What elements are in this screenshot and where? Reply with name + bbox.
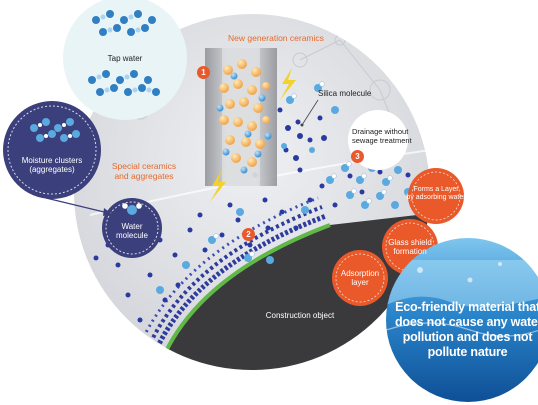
water-molecule-label: Water molecule (112, 222, 152, 240)
silica-pointer (301, 99, 319, 126)
glass-label-line1: Glass shield (388, 238, 432, 247)
tap-water-molecules (88, 10, 160, 96)
silica-molecule-label: Silica molecule (318, 89, 372, 98)
step-badge-3: 3 (351, 150, 364, 163)
water-molecule-icon (122, 203, 142, 215)
water-splash (386, 260, 538, 337)
construction-object-label: Construction object (265, 311, 335, 320)
ceramic-column (205, 48, 296, 202)
ceramic-particles (219, 59, 270, 167)
drainage-label-line2: sewage treatment (352, 135, 412, 145)
water-label-line1: Water (121, 222, 143, 231)
adsorption-label-line1: Adsorption (340, 269, 380, 278)
lightning-icon (210, 170, 226, 202)
moisture-label-line1: Moisture clusters (21, 156, 83, 165)
step-badge-2: 2 (242, 228, 255, 241)
arrow-from-moisture (77, 119, 99, 139)
eco-friendly-label: Eco-friendly material that does not caus… (395, 300, 538, 360)
moisture-label-line2: (aggregates) (29, 165, 75, 175)
moisture-clusters-label: Moisture clusters (aggregates) (10, 156, 94, 174)
special-label-line2: and aggregates (114, 170, 174, 181)
forms-layer-label: Forms a Layer by adsorbing water (406, 186, 466, 202)
glass-label-line2: formation (393, 247, 427, 257)
eco-label-line3: pollution and does not (402, 330, 533, 344)
step-badge-1: 1 (197, 66, 210, 79)
silica-molecule-stream (281, 99, 327, 161)
eco-label-line4: pollute nature (427, 345, 508, 359)
moisture-cluster-molecules (30, 118, 80, 142)
new-generation-ceramics-label: New generation ceramics (228, 33, 324, 43)
forms-label-line1: Forms a Layer (413, 186, 459, 193)
moisture-clusters-circle (3, 101, 101, 199)
water-label-line2: molecule (115, 231, 148, 241)
tap-water-label: Tap water (107, 54, 143, 63)
eco-label-line1: Eco-friendly material that (395, 300, 538, 314)
adsorption-band (148, 223, 331, 370)
forms-layer-circle (408, 168, 464, 224)
adsorption-layer-circle (332, 250, 388, 306)
lightning-icon (280, 68, 296, 100)
water-molecule-circle (102, 198, 162, 258)
glass-shield-label: Glass shield formation (384, 238, 436, 256)
eco-label-line2: does not cause any water (395, 315, 538, 329)
special-label-line1: Special ceramics (111, 161, 177, 171)
arrow-to-water-molecule (45, 197, 105, 213)
special-ceramics-label: Special ceramics and aggregates (108, 161, 180, 182)
adsorption-layer-label: Adsorption layer (334, 269, 386, 287)
drainage-label-line1: Drainage without (352, 127, 409, 136)
drainage-label: Drainage without sewage treatment (352, 127, 412, 145)
adsorption-label-line2: layer (351, 278, 369, 288)
forms-label-line2: by adsorbing water (406, 194, 466, 202)
